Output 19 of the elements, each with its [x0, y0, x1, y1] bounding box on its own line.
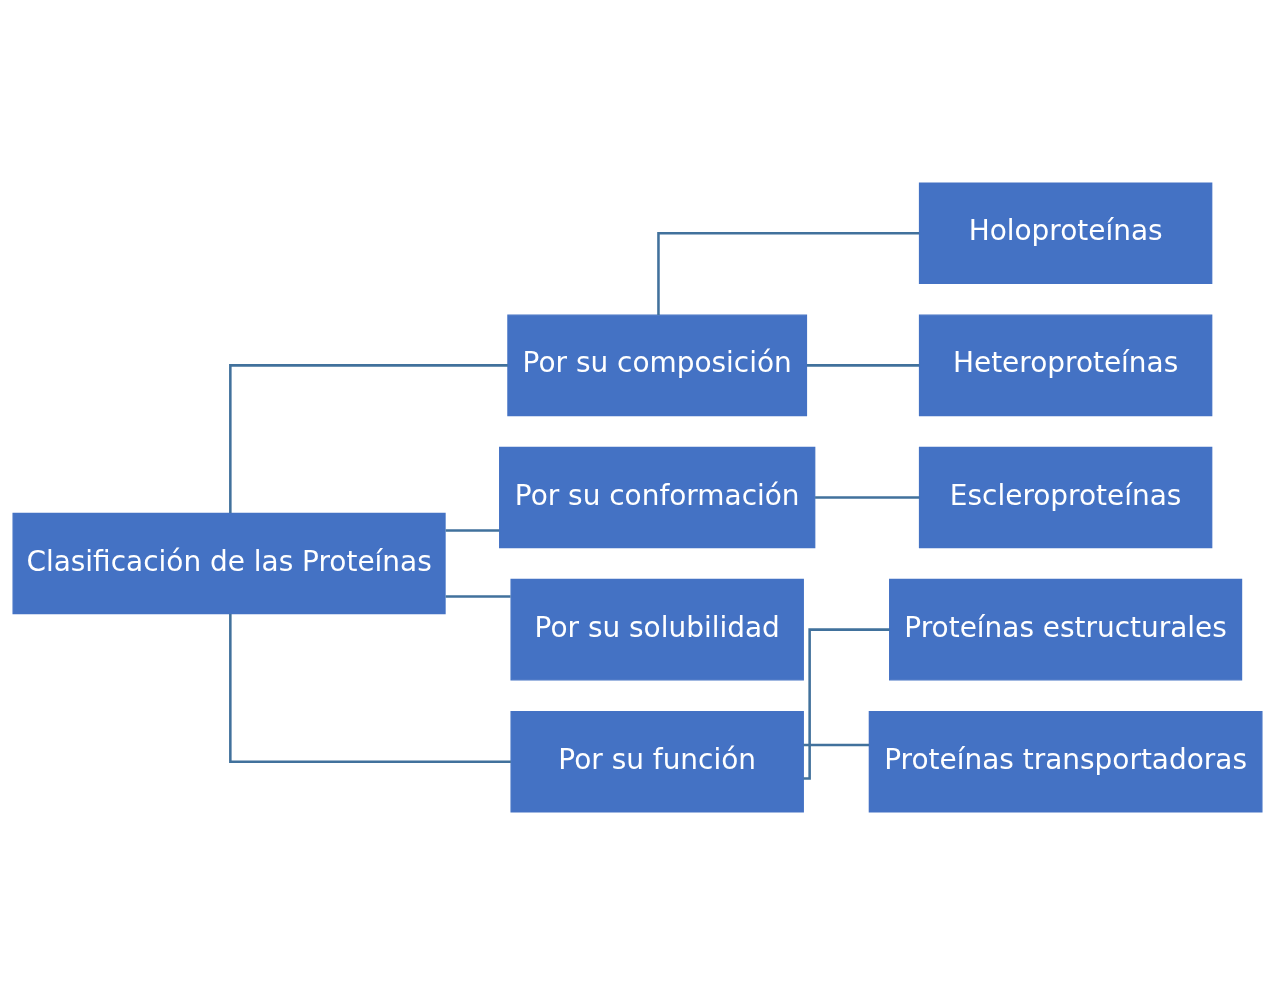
- connector: [229, 363, 508, 513]
- node-box: Holoproteínas: [918, 181, 1213, 284]
- connector: [445, 528, 500, 532]
- connector: [229, 613, 511, 763]
- node-box: Por su solubilidad: [510, 578, 804, 680]
- node-box: Por su composición: [507, 314, 808, 416]
- node-box: Escleroproteínas: [918, 446, 1213, 548]
- node-box: Clasificación de las Proteínas: [12, 512, 446, 614]
- connector: [806, 363, 920, 367]
- node-box: Proteínas transportadoras: [868, 710, 1263, 813]
- connector: [445, 594, 511, 598]
- node-box: Proteínas estructurales: [889, 578, 1243, 680]
- node-box: Por su función: [510, 710, 804, 813]
- node-box: Por su conformación: [499, 446, 816, 548]
- connector: [657, 231, 920, 315]
- connector: [803, 743, 870, 746]
- node-box: Heteroproteínas: [918, 314, 1213, 416]
- connector: [815, 495, 920, 499]
- connector: [803, 627, 890, 780]
